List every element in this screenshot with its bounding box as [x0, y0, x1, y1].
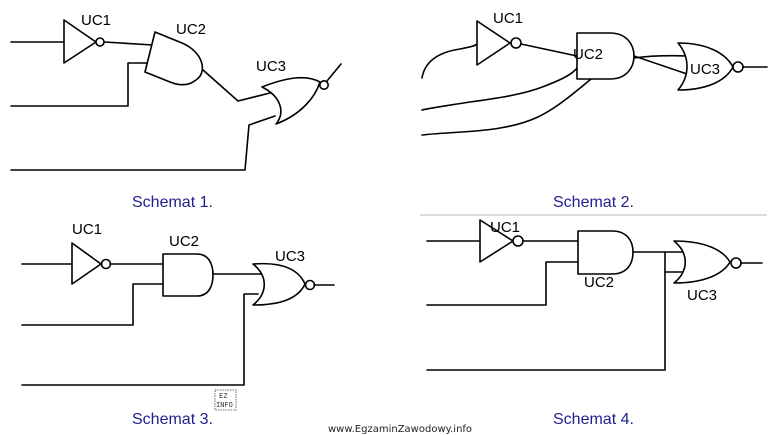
watermark-text: www.EgzaminZawodowy.info	[328, 424, 472, 435]
wire-uc1-to-uc2	[520, 43, 578, 57]
input-wire-c	[421, 54, 689, 136]
input-wire-b	[426, 261, 579, 306]
nor-gate-uc3	[673, 240, 731, 284]
not-gate-uc1	[479, 219, 514, 263]
not-bubble-uc1	[100, 258, 112, 270]
output-wire-uc3	[326, 63, 342, 82]
label-uc2: UC2	[169, 233, 199, 250]
label-uc1: UC1	[493, 10, 523, 27]
caption-schematic-1: Schemat 1.	[132, 194, 213, 211]
label-uc2: UC2	[584, 274, 614, 291]
input-wire-b	[421, 66, 579, 111]
not-bubble-uc1	[512, 235, 524, 247]
label-uc2: UC2	[573, 46, 603, 63]
schematic-4: UC1 UC2 UC3 Schemat 4.	[426, 219, 763, 428]
input-wire-b	[21, 283, 164, 326]
label-uc2: UC2	[176, 21, 206, 38]
nor-gate-uc3	[252, 262, 306, 306]
and-gate-uc2	[577, 230, 634, 275]
nor-bubble-uc3	[732, 61, 744, 73]
label-uc3: UC3	[275, 248, 305, 265]
nor-bubble-uc3	[304, 279, 316, 291]
nor-gate-uc3	[261, 76, 321, 125]
wire-uc2-to-uc3	[633, 55, 691, 76]
input-wire-c	[10, 115, 276, 171]
caption-schematic-4: Schemat 4.	[553, 411, 634, 428]
label-uc3: UC3	[256, 58, 286, 75]
input-wire-a	[421, 43, 478, 79]
label-uc3: UC3	[690, 61, 720, 78]
label-uc1: UC1	[72, 221, 102, 238]
and-gate-uc2	[162, 253, 214, 297]
label-uc1: UC1	[81, 12, 111, 29]
schematic-1: UC1 UC2 UC3 Schemat 1.	[10, 12, 342, 211]
schematic-2: UC1 UC2 UC3 Schemat 2.	[421, 10, 768, 211]
nor-bubble-uc3	[318, 80, 329, 91]
not-bubble-uc1	[510, 37, 522, 49]
wire-uc2-to-uc3	[202, 69, 271, 102]
schematic-3: UC1 UC2 UC3 Schemat 3. EZ INFO	[21, 221, 335, 428]
nor-bubble-uc3	[730, 257, 742, 269]
input-wire-c	[21, 293, 259, 386]
ez-logo-line1: EZ	[219, 392, 227, 400]
label-uc3: UC3	[687, 287, 717, 304]
input-wire-c	[426, 251, 666, 371]
not-gate-uc1	[476, 20, 511, 66]
label-uc1: UC1	[490, 219, 520, 236]
ez-info-logo: EZ INFO	[214, 389, 237, 411]
wire-uc1-to-uc2	[103, 41, 154, 46]
ez-logo-line2: INFO	[216, 401, 233, 409]
not-gate-uc1	[63, 19, 97, 64]
not-bubble-uc1	[95, 37, 105, 47]
and-gate-uc2	[144, 31, 204, 86]
caption-schematic-3: Schemat 3.	[132, 411, 213, 428]
input-wire-b	[10, 62, 148, 107]
not-gate-uc1	[71, 242, 102, 285]
nor-gate-uc3	[677, 42, 734, 91]
caption-schematic-2: Schemat 2.	[553, 194, 634, 211]
